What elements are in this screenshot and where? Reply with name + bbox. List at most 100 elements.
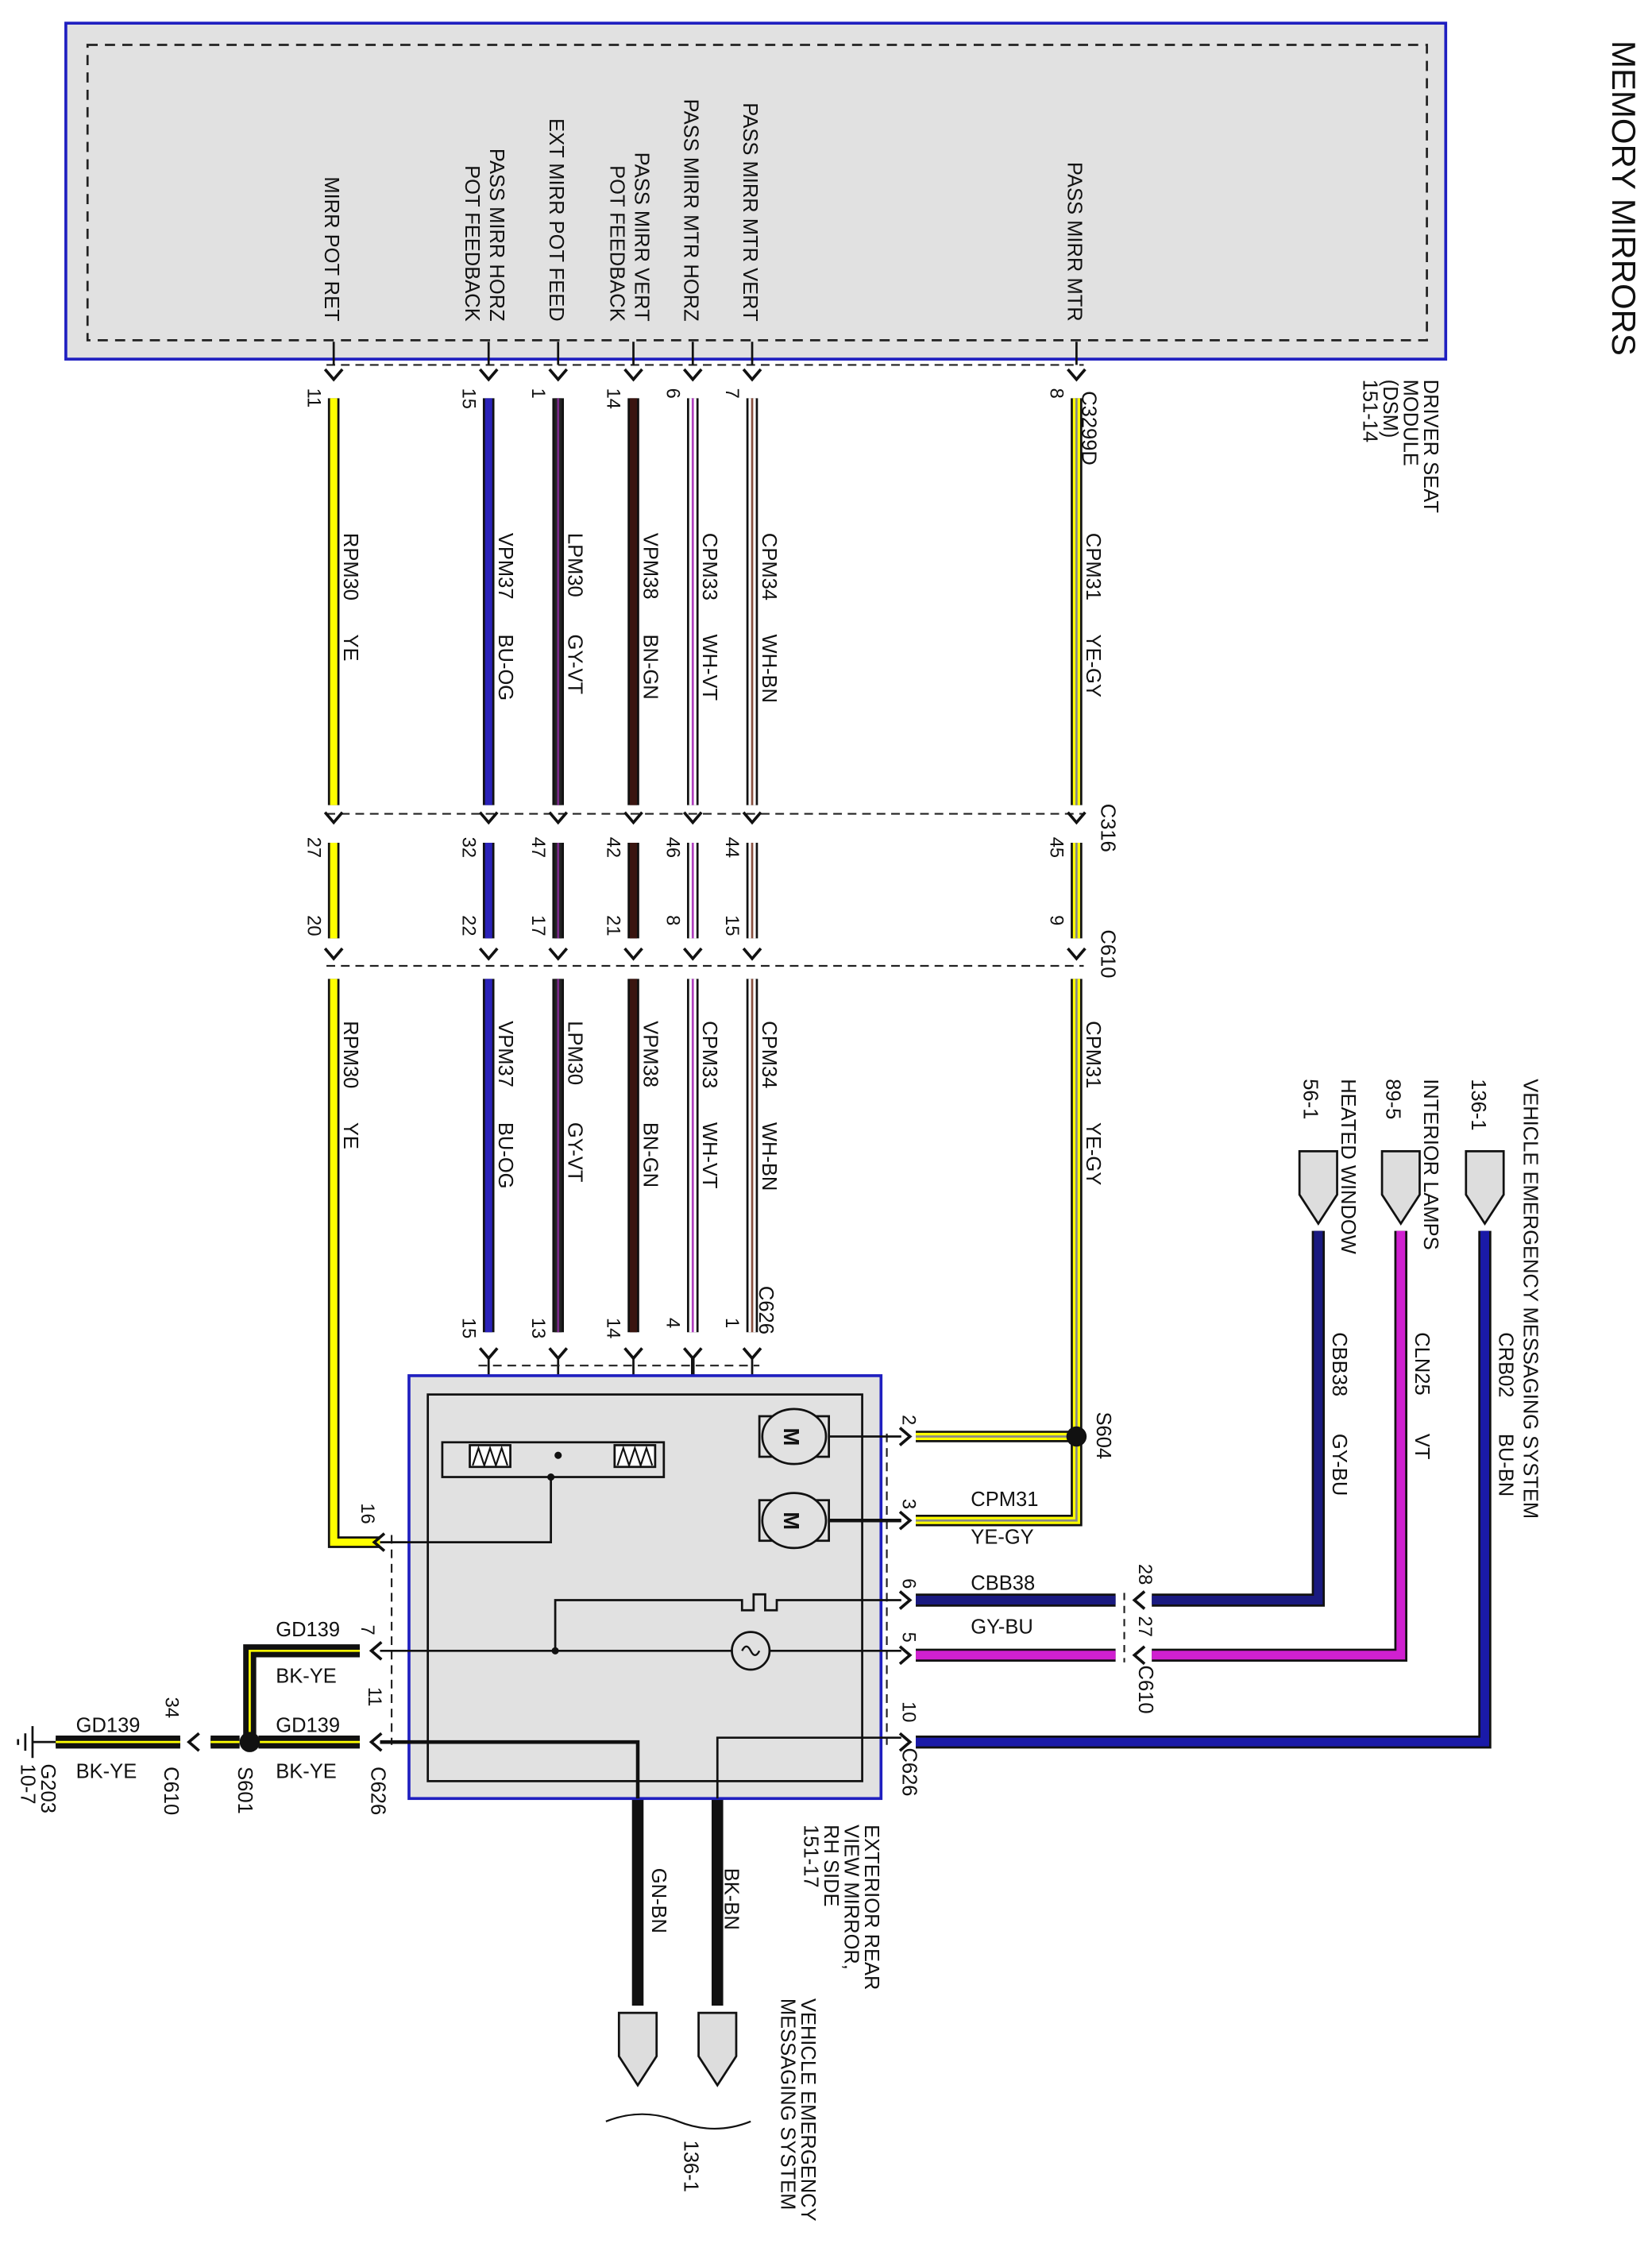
connector-arrow-icon (682, 947, 703, 961)
connector-arrow-icon (623, 368, 643, 382)
wire-cln25 (1152, 1230, 1407, 1662)
connector-arrow-icon (623, 811, 643, 825)
mirror-name-line: RH SIDE (820, 1825, 842, 1907)
c610-label: C610 (1096, 929, 1118, 978)
splice-s601-dot (239, 1732, 261, 1752)
wires-layer (32, 342, 1505, 2087)
connector-arrow-icon (478, 947, 499, 961)
mirror-module: M M EXTERIOR REAR VIEW MIRROR, RH SIDE 1… (380, 1365, 901, 1990)
bkye-label: BK-YE (276, 1761, 337, 1783)
c610-pin-number: 21 (603, 915, 623, 936)
connector-arrow-icon (323, 947, 344, 961)
circuit-label: VPM37 (494, 533, 516, 600)
connector-arrow-icon (682, 1347, 703, 1361)
dsm-name-line: DRIVER SEAT (1419, 380, 1442, 513)
bottom-dest-line: VEHICLE EMERGENCY (797, 1998, 819, 2222)
mirror-c626-top-label: C626 (755, 1286, 777, 1334)
source-line: HEATED WINDOW (1337, 1079, 1359, 1254)
dsm-pin-number: 11 (303, 388, 323, 408)
bottom-dest-line: MESSAGING SYSTEM (776, 1998, 798, 2211)
c610-ground-pin: 34 (161, 1697, 182, 1718)
connector-arrow-icon (1067, 811, 1087, 825)
connector-arrow-icon (372, 1532, 386, 1552)
circuit-label: VPM38 (639, 1021, 661, 1087)
ground-id: G203 (37, 1764, 59, 1813)
junction-dot (554, 1451, 562, 1459)
wire-color-label: BN-GN (639, 635, 661, 700)
source-color: GY-BU (1328, 1434, 1350, 1496)
c610-pin-number: 17 (527, 915, 548, 936)
connector-arrow-icon (623, 947, 643, 961)
source-connector-icon (1298, 1149, 1338, 1226)
dsm-name-line: MODULE (1399, 380, 1421, 466)
wire-color-label: YE-GY (1082, 1122, 1104, 1185)
s601-label: S601 (234, 1767, 256, 1814)
connector-arrow-icon (682, 811, 703, 825)
dsm-module-inner-dashed (86, 44, 1428, 342)
connector-arrow-icon (369, 1732, 383, 1752)
c610-pin-number: 15 (721, 915, 742, 936)
wire-color-label: GY-VT (563, 635, 585, 695)
connector-arrow-icon (323, 811, 344, 825)
lamp-filament (741, 1645, 761, 1656)
dsm-pin-name: PASS MIRR VERT (630, 153, 652, 322)
mirror-pin-number: 4 (662, 1318, 682, 1328)
pot-zigzag (472, 1445, 508, 1469)
wire-gd139-stripe (249, 1649, 360, 1743)
dsm-pin-name: POT FEEDBACK (461, 165, 483, 322)
mirror-c626-right-label: C626 (898, 1747, 921, 1796)
mirror-pin-number: 1 (721, 1318, 742, 1328)
connector-arrow-icon (742, 368, 762, 382)
circuit-label: LPM30 (563, 1021, 585, 1085)
dsm-pin-number: 1 (527, 388, 548, 399)
gd139-label: GD139 (276, 1619, 340, 1641)
mirror-pin: 2 (898, 1415, 919, 1425)
circuit-label: RPM30 (339, 1021, 361, 1088)
pot-return-line (380, 1477, 552, 1543)
wire-color-label: YE-GY (1082, 635, 1104, 697)
source-connector-icon (1380, 1149, 1421, 1226)
source-color: VT (1411, 1434, 1433, 1460)
gnbn-label: GN-BN (647, 1868, 670, 1933)
c316-pin-number: 42 (603, 837, 623, 858)
ground-ref: 10-7 (16, 1764, 38, 1805)
source-ref: 136-1 (1467, 1079, 1489, 1130)
vems-connector-icon (697, 2011, 738, 2087)
source-line: INTERIOR LAMPS (1419, 1079, 1442, 1250)
motor-glyph: M (779, 1512, 804, 1530)
connector-arrow-icon (1067, 947, 1087, 961)
mirror-pin-number: 14 (603, 1318, 623, 1338)
c316-label: C316 (1096, 804, 1118, 852)
wire-color-label: BU-OG (494, 1122, 516, 1189)
mirror-pin: 10 (898, 1701, 919, 1722)
wire-color-label: YE (339, 635, 361, 662)
circuit-label: CPM34 (758, 533, 780, 600)
diagram-title: MEMORY MIRRORS (1605, 41, 1642, 356)
mirror-pin: 11 (364, 1687, 384, 1707)
mirror-name-line: VIEW MIRROR, (840, 1825, 863, 1970)
dsm-pin-number: 6 (662, 388, 682, 399)
c316-pin-number: 27 (303, 837, 323, 858)
connector-arrow-icon (898, 1732, 913, 1752)
bottom-break-brace (605, 2113, 751, 2130)
connector-arrow-icon (898, 1590, 913, 1610)
circuit-label: VPM38 (639, 533, 661, 600)
ground-internal-line (380, 1740, 640, 1799)
wire-color-label: WH-BN (758, 1122, 780, 1191)
pot-zigzag (616, 1445, 654, 1469)
junction-dot (551, 1647, 559, 1655)
mirror-pin-number: 13 (527, 1318, 548, 1338)
heater-line (554, 1593, 901, 1651)
circuit-label: CPM31 (1082, 533, 1104, 600)
source-color: BU-BN (1495, 1434, 1517, 1496)
gd139-label: GD139 (276, 1714, 340, 1736)
dsm-pin-name: PASS MIRR MTR (1063, 162, 1085, 322)
c610-pin-number: 8 (662, 915, 682, 925)
dsm-name-line: 151-14 (1358, 380, 1380, 442)
connector-arrow-icon (548, 947, 569, 961)
gybu-label: GY-BU (971, 1616, 1032, 1638)
source-connector-icon (1465, 1149, 1505, 1226)
mirror-pin: 7 (357, 1624, 377, 1635)
